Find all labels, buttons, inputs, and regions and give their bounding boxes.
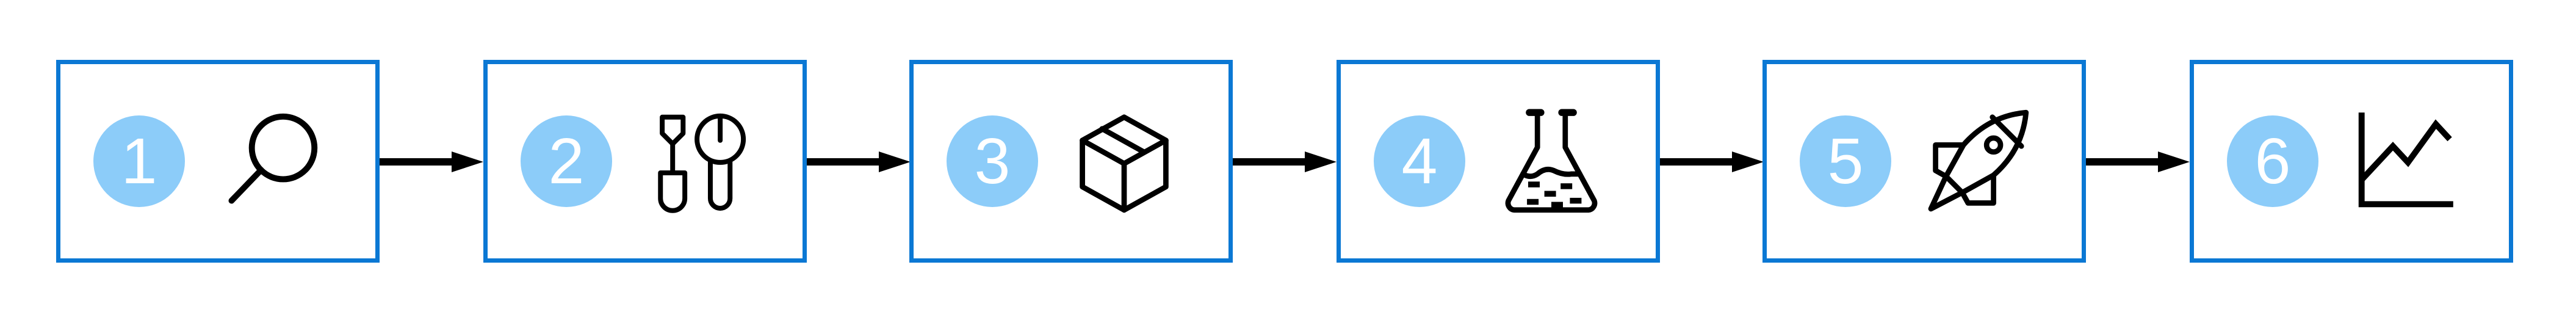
arrow-step-1-to-2 — [380, 151, 483, 172]
step-box-3[interactable]: 3 — [909, 60, 1233, 263]
step-badge-1: 1 — [93, 115, 185, 207]
arrow-step-2-to-3 — [807, 151, 911, 172]
step-badge-5: 5 — [1800, 115, 1891, 207]
step-number-4: 4 — [1401, 125, 1438, 197]
package-box-icon — [1066, 103, 1182, 219]
arrow-step-4-to-5 — [1660, 151, 1764, 172]
arrow-step-5-to-6 — [2086, 151, 2190, 172]
step-badge-2: 2 — [521, 115, 612, 207]
magnifying-glass-icon — [213, 103, 329, 219]
tools-screwdriver-wrench-icon — [640, 103, 756, 219]
step-number-5: 5 — [1827, 125, 1864, 197]
rocket-icon — [1919, 103, 2035, 219]
step-number-2: 2 — [548, 125, 585, 197]
step-badge-3: 3 — [947, 115, 1038, 207]
step-box-5[interactable]: 5 — [1762, 60, 2086, 263]
step-box-2[interactable]: 2 — [483, 60, 807, 263]
step-number-1: 1 — [121, 125, 157, 197]
step-box-1[interactable]: 1 — [56, 60, 380, 263]
erlenmeyer-flask-icon — [1493, 103, 1609, 219]
step-box-4[interactable]: 4 — [1337, 60, 1660, 263]
step-badge-4: 4 — [1374, 115, 1465, 207]
line-chart-growth-icon — [2347, 103, 2462, 219]
step-badge-6: 6 — [2227, 115, 2318, 207]
step-number-3: 3 — [974, 125, 1011, 197]
arrow-step-3-to-4 — [1233, 151, 1337, 172]
step-number-6: 6 — [2254, 125, 2291, 197]
step-box-6[interactable]: 6 — [2190, 60, 2513, 263]
